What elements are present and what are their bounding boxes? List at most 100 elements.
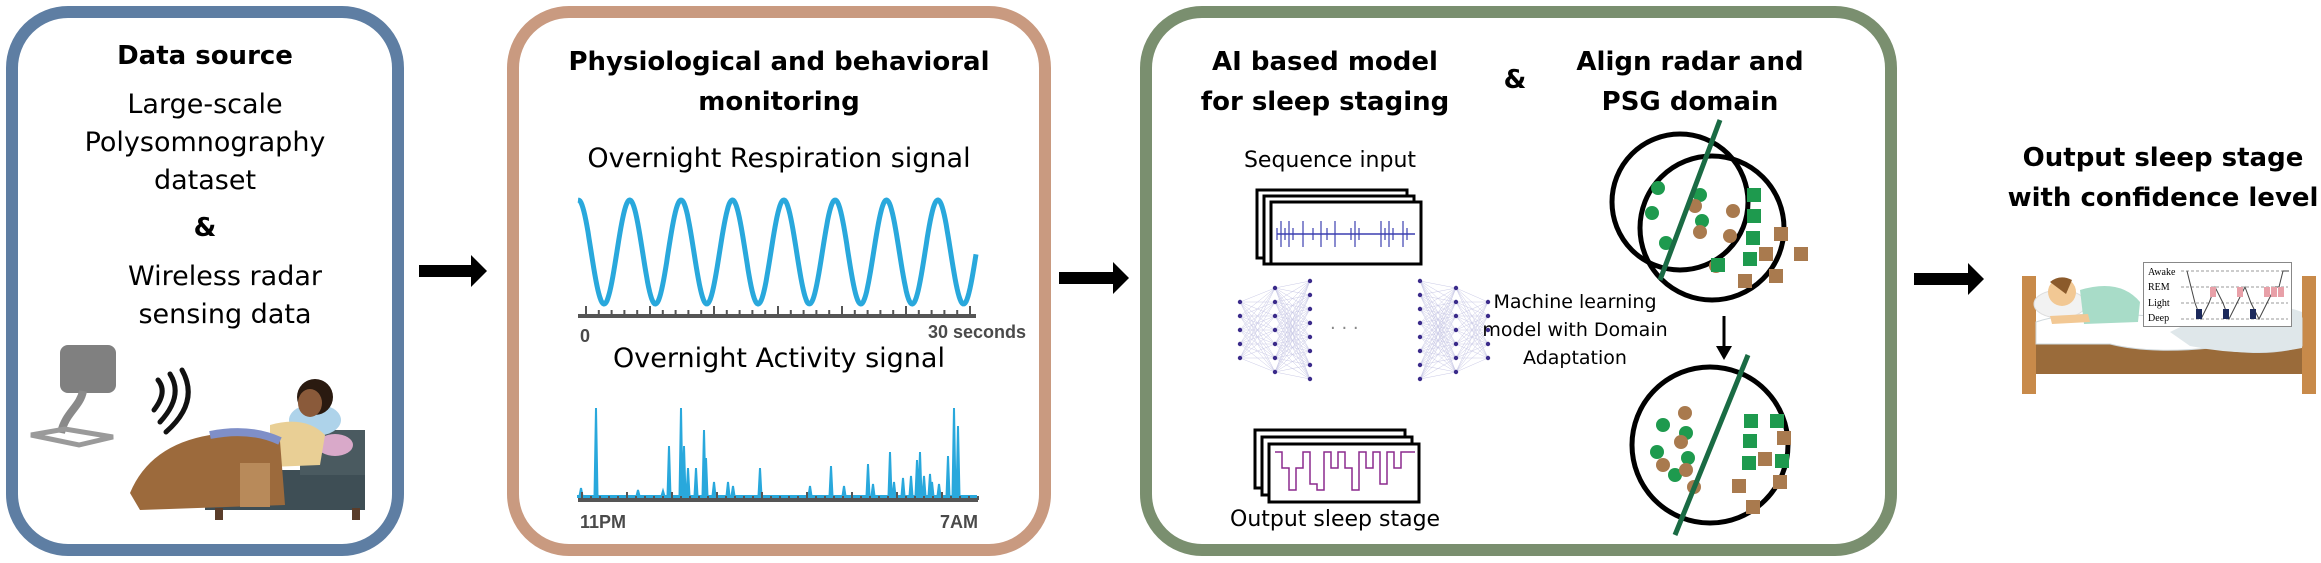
monitoring-title-line-2: monitoring <box>698 87 860 117</box>
neuron-node <box>1417 292 1423 298</box>
class-b-point <box>1770 414 1784 428</box>
data-source-line-3: dataset <box>153 165 257 196</box>
neuron-node <box>1307 278 1313 284</box>
align-title-line-1: Align radar and <box>1576 47 1804 77</box>
ml-label-line-1: Machine learning <box>1493 291 1657 313</box>
activity-ticks <box>581 492 979 500</box>
neural-network-diagram: · · · <box>1237 278 1491 382</box>
class-b-point <box>1769 269 1783 283</box>
neuron-node <box>1307 292 1313 298</box>
decision-boundary <box>1657 119 1723 281</box>
neuron-node <box>1485 327 1491 333</box>
neuron-node <box>1237 299 1243 305</box>
activity-chart: 11PM 7AM <box>577 407 979 532</box>
wireless-waves-icon <box>151 367 191 435</box>
respiration-title: Overnight Respiration signal <box>587 143 971 174</box>
neuron-node <box>1485 341 1491 347</box>
neuron-node <box>1272 341 1278 347</box>
neuron-node <box>1307 306 1313 312</box>
neuron-node <box>1417 348 1423 354</box>
class-a-point <box>1693 188 1707 202</box>
neuron-node <box>1417 362 1423 368</box>
neuron-node <box>1307 348 1313 354</box>
class-a-point <box>1695 214 1709 228</box>
activity-signal-line <box>577 407 977 498</box>
arrow-right-icon <box>1059 262 1129 294</box>
radar-device-icon <box>30 345 116 448</box>
neuron-node <box>1307 376 1313 382</box>
neuron-node <box>1237 341 1243 347</box>
neuron-node <box>1272 299 1278 305</box>
arrow-right-icon <box>419 255 487 287</box>
deep-confidence-bar <box>2196 309 2202 319</box>
respiration-signal-line <box>576 197 979 307</box>
neuron-node <box>1272 285 1278 291</box>
respiration-chart: 0 30 seconds <box>576 197 1026 346</box>
class-a-point <box>1645 206 1659 220</box>
class-b-point <box>1775 454 1789 468</box>
deep-confidence-bar <box>2250 309 2256 319</box>
arrow-down-icon <box>1716 316 1732 360</box>
ellipsis: · · · <box>1330 318 1359 339</box>
neuron-node <box>1417 376 1423 382</box>
data-source-line-1: Large-scale <box>127 89 283 120</box>
class-a-point <box>1656 458 1670 472</box>
neuron-node <box>1485 313 1491 319</box>
sequence-input-label: Sequence input <box>1243 148 1417 173</box>
decision-boundary <box>1672 354 1751 536</box>
model-ampersand: & <box>1503 65 1527 95</box>
bed-illustration <box>2022 276 2316 394</box>
domain-misaligned-diagram <box>1609 119 1808 303</box>
neuron-node <box>1307 320 1313 326</box>
model-title-line-1: AI based model <box>1212 47 1438 77</box>
class-a-point <box>1651 181 1665 195</box>
monitoring-title-line-1: Physiological and behavioral <box>568 47 990 77</box>
deep-confidence-bar <box>2223 309 2229 319</box>
class-b-point <box>1711 258 1725 272</box>
stage-label-deep: Deep <box>2148 313 2169 324</box>
neuron-node <box>1272 313 1278 319</box>
data-source-line-4: Wireless radar <box>128 261 322 292</box>
respiration-end-label: 30 seconds <box>928 322 1026 342</box>
respiration-ticks <box>585 306 971 316</box>
hypnogram-inset: Awake REM Light Deep <box>2143 262 2292 327</box>
neuron-node <box>1485 299 1491 305</box>
output-title-line-2: with confidence level <box>2007 183 2319 213</box>
class-a-point <box>1650 445 1664 459</box>
class-b-point <box>1774 227 1788 241</box>
class-a-point <box>1693 225 1707 239</box>
neuron-node <box>1307 334 1313 340</box>
activity-title: Overnight Activity signal <box>613 343 945 374</box>
neuron-node <box>1237 327 1243 333</box>
rem-confidence-bar <box>2237 287 2243 297</box>
neuron-node <box>1485 355 1491 361</box>
class-a-point <box>1668 468 1682 482</box>
align-title-line-2: PSG domain <box>1601 87 1779 117</box>
class-b-point <box>1794 247 1808 261</box>
sleeping-person-illustration <box>130 379 365 520</box>
class-a-point <box>1679 463 1693 477</box>
ml-label-line-3: Adaptation <box>1523 347 1627 369</box>
class-a-point <box>1659 236 1673 250</box>
class-a-point <box>1674 435 1688 449</box>
class-b-point <box>1742 456 1756 470</box>
stage-label-light: Light <box>2148 298 2170 309</box>
domain-aligned-diagram <box>1629 354 1791 536</box>
rem-confidence-bar <box>2210 287 2216 297</box>
activity-end-label: 7AM <box>940 512 978 532</box>
class-b-point <box>1746 500 1760 514</box>
stage-label-rem: REM <box>2148 282 2170 293</box>
rem-confidence-bar <box>2271 287 2277 297</box>
class-a-point <box>1656 418 1670 432</box>
class-b-point <box>1747 209 1761 223</box>
neuron-node <box>1417 278 1423 284</box>
data-source-line-5: sensing data <box>138 299 312 330</box>
class-b-point <box>1777 431 1791 445</box>
neuron-node <box>1272 369 1278 375</box>
data-source-ampersand: & <box>193 213 217 243</box>
neuron-node <box>1237 355 1243 361</box>
sequence-input-stack <box>1255 188 1423 266</box>
respiration-start-label: 0 <box>580 326 590 346</box>
neuron-node <box>1453 369 1459 375</box>
neuron-node <box>1307 362 1313 368</box>
